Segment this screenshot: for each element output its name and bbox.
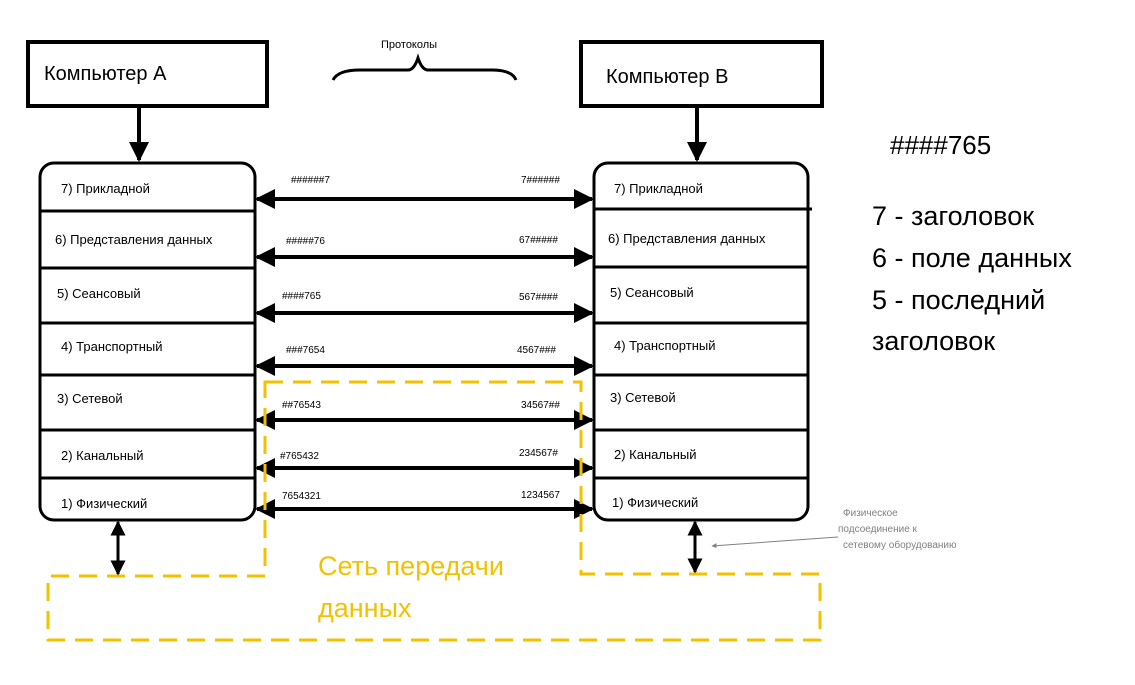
stack-b-labels: 7) Прикладной 6) Представления данных 5)… [608,181,766,510]
peer-arrows [255,189,594,519]
physical-note-pointer [711,536,839,549]
computer-a-label: Компьютер А [44,63,167,85]
physical-note-line-3: сетевому оборудованию [843,539,957,551]
packet-label-left-2: #765432 [280,451,319,462]
layer-3-label-b: 3) Сетевой [610,390,676,405]
stack-a [38,161,257,522]
packet-label-right-4: 4567### [517,345,556,356]
packet-label-right-7: 7###### [521,175,560,186]
packet-label-left-7: ######7 [291,175,330,186]
legend-code: ####765 [890,130,991,160]
physical-note-line-2: подсоединение к [838,524,918,535]
network-label-line-2: данных [318,593,412,623]
physical-note: Физическое подсоединение к сетевому обор… [838,508,957,551]
layer-4-label-b: 4) Транспортный [614,338,715,353]
packet-labels: ######7 7###### #####76 67##### ####765 … [280,175,560,502]
legend-line-2: 6 - поле данных [872,243,1072,273]
layer-2-label-b: 2) Канальный [614,447,697,462]
packet-label-left-6: #####76 [286,236,325,247]
stack-b [592,161,810,522]
layer-5-label-a: 5) Сеансовый [57,286,141,301]
network-label-line-1: Сеть передачи [318,551,504,581]
layer-2-label-a: 2) Канальный [61,448,144,463]
layer-7-label-a: 7) Прикладной [61,181,150,196]
physical-note-line-1: Физическое [843,508,898,519]
network-label: Сеть передачи данных [318,551,504,623]
layer-1-label-a: 1) Физический [61,496,147,511]
packet-label-left-3: ##76543 [282,400,321,411]
legend-line-1: 7 - заголовок [872,201,1034,231]
layer-7-label-b: 7) Прикладной [614,181,703,196]
packet-label-left-1: 7654321 [282,491,321,502]
legend: ####765 7 - заголовок 6 - поле данных 5 … [872,130,1072,356]
layer-3-label-a: 3) Сетевой [57,391,123,406]
stack-dividers [40,207,812,480]
computer-a-box: Компьютер А [26,40,269,108]
packet-label-right-1: 1234567 [521,490,560,501]
computer-b-box: Компьютер В [579,40,824,108]
layer-1-label-b: 1) Физический [612,495,698,510]
layer-4-label-a: 4) Транспортный [61,339,162,354]
legend-line-4: заголовок [872,326,995,356]
protocols-brace: Протоколы [331,39,518,81]
protocols-label: Протоколы [381,39,437,51]
packet-label-right-5: 567#### [519,292,558,303]
legend-line-3: 5 - последний [872,285,1045,315]
stack-a-labels: 7) Прикладной 6) Представления данных 5)… [55,181,213,511]
packet-label-right-6: 67##### [519,235,558,246]
layer-6-label-a: 6) Представления данных [55,232,213,247]
packet-label-right-2: 234567# [519,448,558,459]
layer-6-label-b: 6) Представления данных [608,231,766,246]
network-outline [46,380,822,642]
layer-5-label-b: 5) Сеансовый [610,285,694,300]
computer-b-label: Компьютер В [606,66,728,88]
packet-label-left-4: ###7654 [286,345,325,356]
packet-label-right-3: 34567## [521,400,560,411]
packet-label-left-5: ####765 [282,291,321,302]
